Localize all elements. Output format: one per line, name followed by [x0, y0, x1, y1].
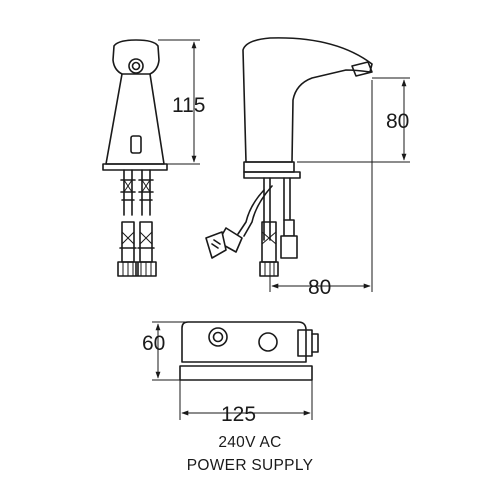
caption-voltage: 240V AC	[218, 434, 282, 451]
box-width-label: 125	[221, 403, 256, 426]
caption-power-supply: POWER SUPPLY	[186, 457, 314, 474]
front-height-label: 115	[172, 94, 205, 117]
box-side-tab	[311, 333, 319, 353]
box-base	[179, 365, 313, 381]
side-solenoid-box	[280, 235, 298, 259]
front-body	[105, 73, 165, 165]
side-tails	[263, 177, 291, 241]
box-port-left-outer	[208, 327, 228, 347]
box-width-ext	[179, 380, 313, 420]
box-height-ext	[152, 321, 186, 381]
side-base	[243, 161, 295, 173]
side-depth-label: 80	[308, 276, 331, 299]
side-plug	[205, 227, 243, 259]
side-washer	[243, 171, 301, 179]
front-base	[102, 163, 168, 171]
box-port-right	[258, 332, 278, 352]
front-sensor-eye	[131, 61, 141, 71]
control-box: 60 125	[142, 321, 319, 426]
side-solenoid	[283, 219, 295, 237]
side-outlet	[351, 61, 373, 77]
box-port-left-inner	[212, 331, 224, 343]
box-side-port	[297, 329, 313, 357]
front-sensor-window	[130, 135, 142, 154]
side-height-ext	[297, 77, 410, 163]
front-sensor-ring	[128, 58, 144, 74]
box-body	[181, 321, 307, 363]
side-spout	[242, 37, 373, 163]
front-tails	[117, 169, 157, 277]
side-height-label: 80	[386, 110, 409, 133]
side-connector	[259, 221, 279, 277]
box-height-label: 60	[142, 332, 165, 355]
front-head	[112, 39, 160, 75]
side-cable	[237, 189, 265, 235]
side-view: 80 80	[205, 37, 410, 299]
front-ext-lines	[158, 39, 200, 165]
front-view: 115	[102, 39, 205, 277]
side-depth-ext	[269, 80, 373, 292]
side-cable-b	[243, 185, 273, 237]
